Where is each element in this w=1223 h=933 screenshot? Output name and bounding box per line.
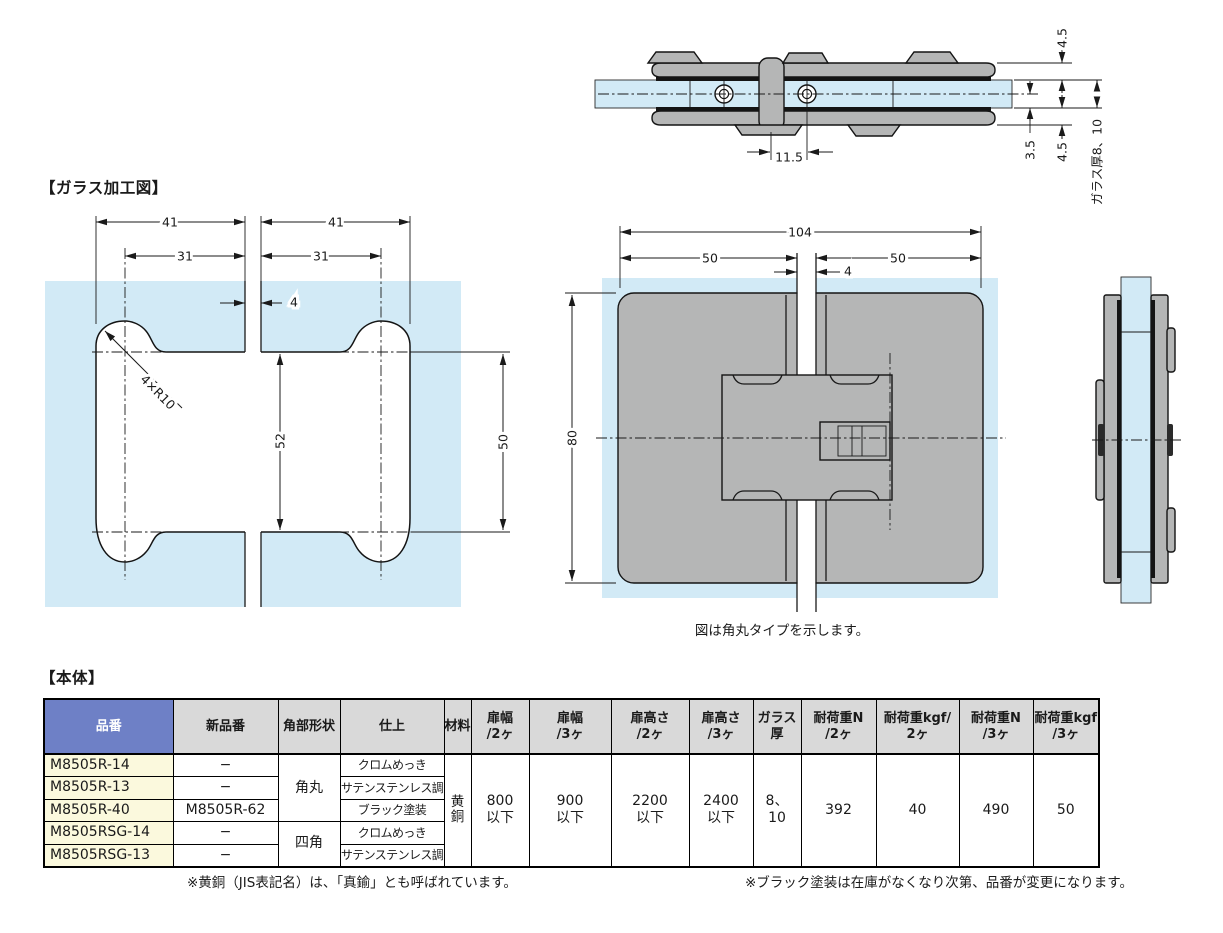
hinge-plate [780,62,996,78]
hinge-side-view [1092,276,1183,604]
col-load-n-3: 耐荷重N /3ヶ [958,698,1034,755]
dim-31-left: 31 [177,249,193,264]
body-section-title: 【本体】 [40,669,105,687]
col-load-kgf-2: 耐荷重kgf/ 2ヶ [875,698,960,755]
dim-gap-4-front: 4 [844,264,852,279]
new-part-number: M8505R-62 [172,798,279,822]
load-n-3: 490 [958,753,1034,867]
spec-table: 品番 新品番 角部形状 仕上 材料 扉幅 /2ヶ 扉幅 /3ヶ 扉高さ /2ヶ … [43,698,1100,868]
col-load-kgf-3: 耐荷重kgf /3ヶ [1032,698,1100,755]
load-kgf-2: 40 [875,753,960,867]
dim-31-right: 31 [313,249,329,264]
part-number: M8505R-14 [43,753,174,777]
header-row: 品番 新品番 角部形状 仕上 材料 扉幅 /2ヶ 扉幅 /3ヶ 扉高さ /2ヶ … [43,698,1100,755]
hinge-plate [780,110,996,126]
col-load-n-2: 耐荷重N /2ヶ [800,698,877,755]
finish: サテンステンレス調 [339,843,445,867]
corner-shape-round: 角丸 [277,753,341,822]
new-part-number: − [172,776,279,800]
door-width-3: 900 以下 [528,753,612,867]
dim-80: 80 [565,430,580,446]
part-number: M8505R-13 [43,776,174,800]
gasket [781,107,991,111]
load-kgf-3: 50 [1032,753,1100,867]
gasket [1117,300,1121,578]
hinge-front-view: 104 50 50 4 80 [562,222,1006,612]
new-part-number: − [172,753,279,777]
screw-boss [733,124,804,136]
screw-boss [646,51,704,64]
door-width-2: 800 以下 [470,753,530,867]
col-part-number: 品番 [43,698,174,755]
gasket [781,77,991,81]
new-part-number: − [172,821,279,845]
dim-glass-thickness: ガラス厚8、10 [1090,119,1105,205]
col-glass-thickness: ガラス厚 [752,698,802,755]
dim-52: 52 [273,433,288,449]
screw-boss [781,52,830,64]
col-door-width-3: 扉幅 /3ヶ [528,698,612,755]
glass-diagram-title: 【ガラス加工図】 [40,179,168,197]
glass-thickness: 8、 10 [752,753,802,867]
dim-4-5-top: 4.5 [1055,28,1070,48]
hinge-plate [651,62,763,78]
part-number: M8505RSG-14 [43,821,174,845]
cam-detail [819,421,891,461]
table-row: M8505RSG-13 − サテンステンレス調 [43,843,1099,867]
finish: クロムめっき [339,821,445,845]
dim-41-left: 41 [162,215,178,230]
finish: クロムめっき [339,753,445,777]
screw-boss [846,124,902,137]
corner-shape-square: 四角 [277,821,341,867]
col-finish: 仕上 [339,698,445,755]
cutout-left [95,320,245,563]
dim-41-right: 41 [328,215,344,230]
col-material: 材料 [443,698,472,755]
table-row: M8505R-14 − 角丸 クロムめっき 黄 銅 800 以下 900 以下 … [43,753,1100,867]
dim-50-left: 50 [702,251,718,266]
col-door-height-3: 扉高さ /3ヶ [688,698,754,755]
cutout-right [261,320,411,563]
part-number: M8505R-40 [43,798,174,822]
door-height-2: 2200 以下 [610,753,690,867]
table-row: M8505R-40 M8505R-62 ブラック塗装 [43,798,1099,822]
col-new-part-number: 新品番 [172,698,279,755]
dim-50-right: 50 [890,251,906,266]
col-corner-shape: 角部形状 [277,698,341,755]
gasket [1151,300,1155,578]
table-row: M8505R-13 − サテンステンレス調 [43,776,1099,800]
front-view-caption: 図は角丸タイプを示します。 [694,623,870,639]
top-section-view: 11.5 4.5 4.5 3.5 ガラス厚8、10 [594,25,1108,208]
glass-cutout-diagram: 41 41 31 31 4 4×R10 52 50 [45,212,514,607]
note-black-paint: ※ブラック塗装は在庫がなくなり次第、品番が変更になります。 [745,875,1133,891]
finish: ブラック塗装 [339,798,445,822]
col-door-height-2: 扉高さ /2ヶ [610,698,690,755]
screw-boss [904,51,960,64]
load-n-2: 392 [800,753,877,867]
dim-104: 104 [788,225,812,240]
gasket [656,77,762,81]
dim-50: 50 [496,434,511,450]
door-height-3: 2400 以下 [688,753,754,867]
part-number: M8505RSG-13 [43,843,174,867]
new-part-number: − [172,843,279,867]
dim-11-5: 11.5 [775,150,803,165]
dim-3-5: 3.5 [1023,140,1038,160]
table-row: M8505RSG-14 − 四角 クロムめっき [43,821,1099,867]
screw-boss [1166,327,1176,373]
screw-boss [1166,507,1176,553]
gasket [656,107,762,111]
dim-gap-4: 4 [290,295,298,310]
dim-4-5-bottom: 4.5 [1055,142,1070,162]
finish: サテンステンレス調 [339,776,445,800]
hinge-plate [651,110,763,126]
note-brass: ※黄銅（JIS表記名）は、「真鍮」とも呼ばれています。 [187,875,517,891]
col-door-width-2: 扉幅 /2ヶ [470,698,530,755]
material: 黄 銅 [443,753,472,867]
